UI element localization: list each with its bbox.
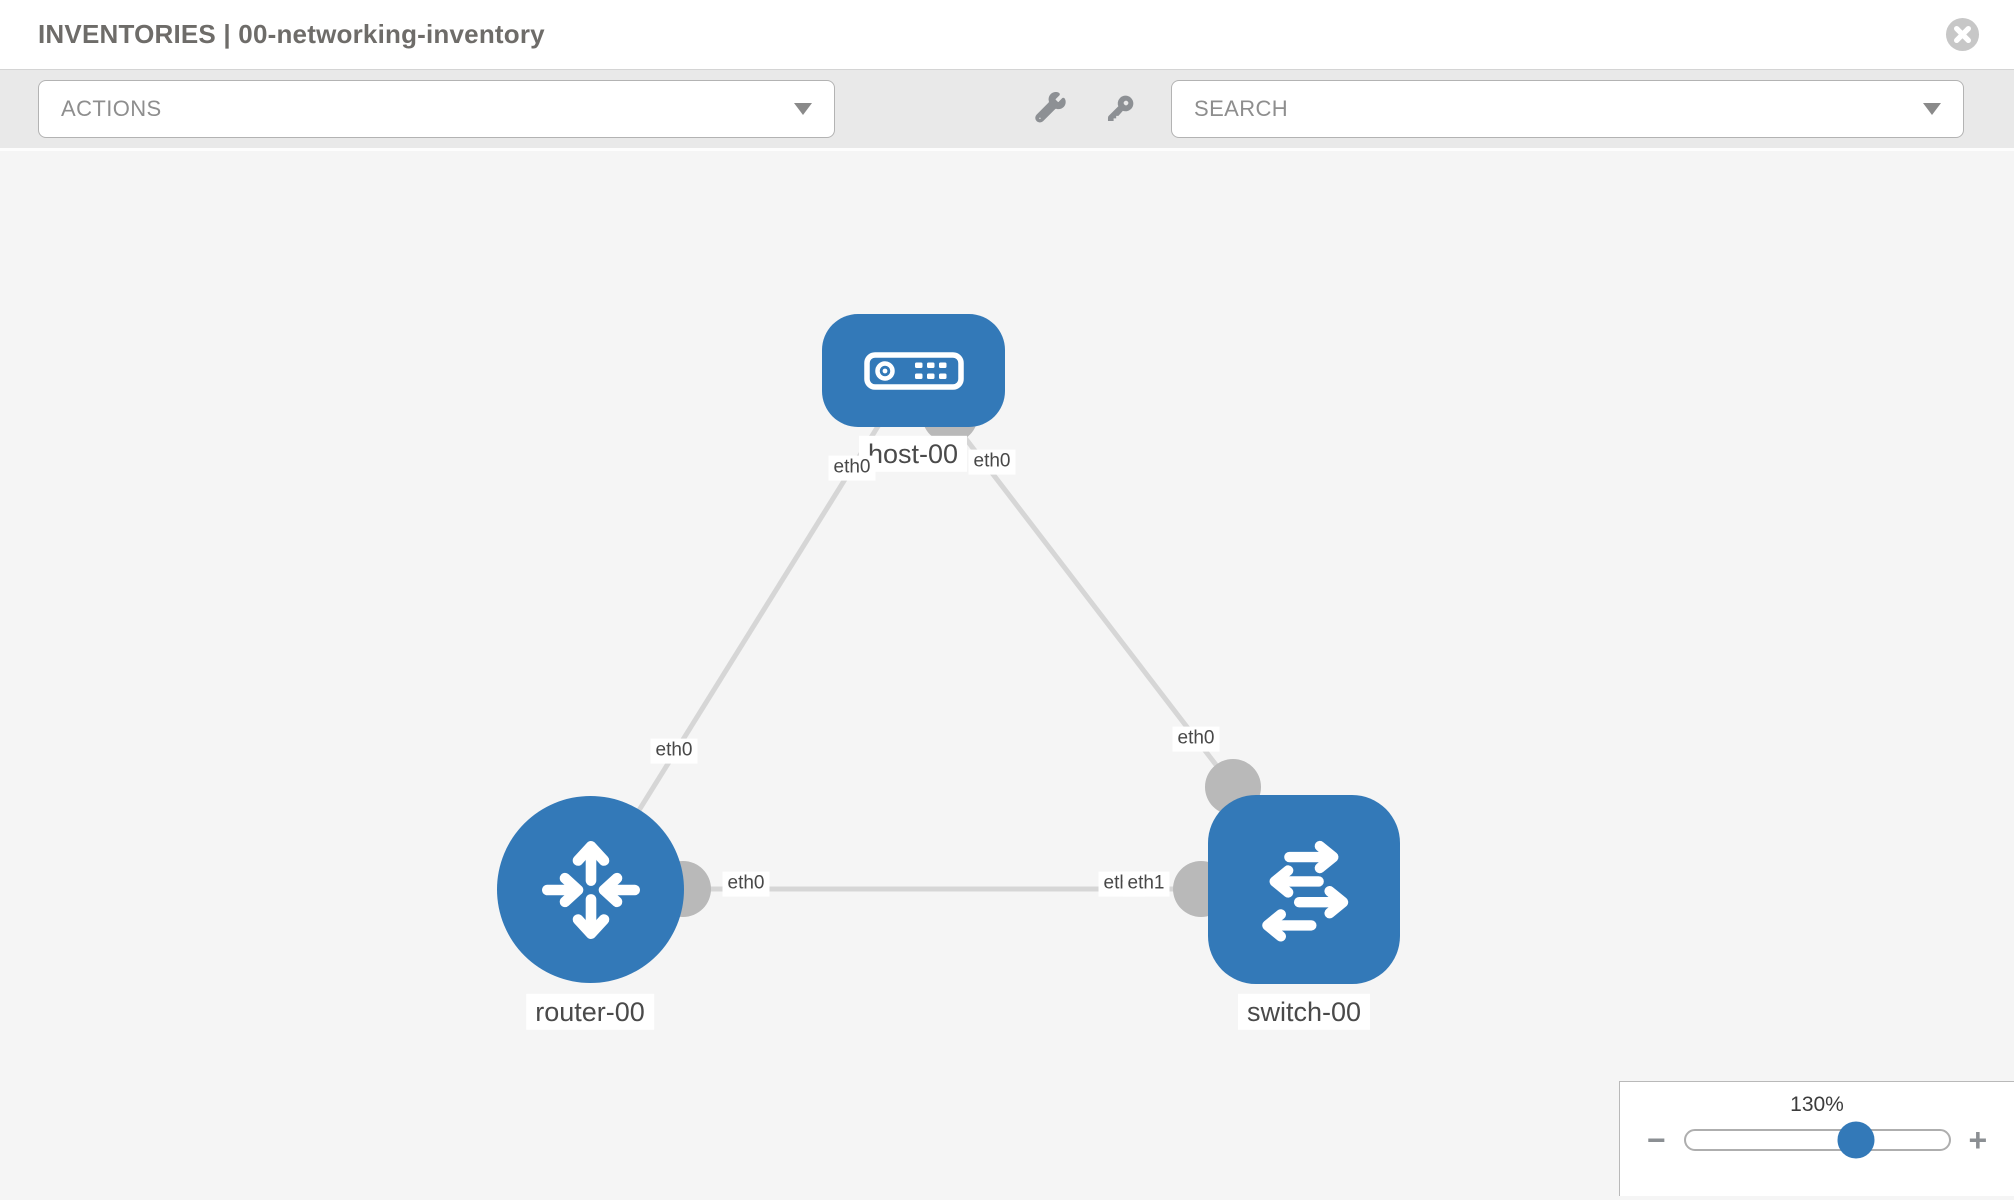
- zoom-slider-handle[interactable]: [1837, 1121, 1875, 1159]
- close-button[interactable]: [1945, 17, 1980, 52]
- interface-label-host00-eth0-to-router: eth0: [828, 455, 876, 481]
- configure-button[interactable]: [1033, 91, 1067, 126]
- switch-icon: [1262, 840, 1349, 942]
- page-title: INVENTORIES | 00-networking-inventory: [38, 19, 545, 49]
- topology-canvas[interactable]: host-00 router-00 switch-00 eth0 eth0 et…: [0, 151, 2014, 1196]
- zoom-slider-track[interactable]: [1683, 1121, 1951, 1159]
- node-router-00[interactable]: [497, 796, 684, 983]
- zoom-out-button[interactable]: −: [1646, 1122, 1666, 1158]
- toolbar: ACTIONS SEARCH: [0, 70, 2014, 151]
- node-label-host-00: host-00: [858, 435, 968, 473]
- interface-label-host00-eth0-to-switch: eth0: [968, 449, 1016, 475]
- chevron-down-icon: [794, 103, 812, 115]
- chevron-down-icon: [1923, 103, 1941, 115]
- interface-label-router00-eth0-to-switch: eth0: [722, 871, 770, 897]
- interface-label-switch00-eth1-to-router: eth1: [1122, 871, 1170, 897]
- node-switch-00[interactable]: [1208, 795, 1400, 984]
- close-icon: [1945, 17, 1980, 52]
- zoom-level-value: 130%: [1790, 1093, 1844, 1116]
- key-icon: [1107, 95, 1134, 122]
- node-host-00[interactable]: [822, 314, 1005, 427]
- actions-dropdown-label: ACTIONS: [61, 96, 162, 121]
- zoom-control-panel: 130% − +: [1619, 1081, 2014, 1196]
- actions-dropdown[interactable]: ACTIONS: [38, 80, 835, 138]
- wrench-icon: [1035, 91, 1066, 123]
- node-label-switch-00: switch-00: [1237, 993, 1371, 1031]
- node-label-router-00: router-00: [526, 993, 654, 1031]
- titlebar: INVENTORIES | 00-networking-inventory: [0, 0, 2014, 70]
- interface-label-switch00-eth0-to-host: eth0: [1172, 726, 1220, 752]
- topology-links-layer: [587, 368, 1304, 917]
- search-dropdown[interactable]: SEARCH: [1171, 80, 1964, 138]
- router-icon: [541, 840, 640, 939]
- host-icon: [863, 351, 964, 390]
- interface-label-router00-eth0-to-host: eth0: [650, 738, 698, 764]
- credentials-button[interactable]: [1103, 92, 1137, 126]
- tool-icon-group: [1033, 91, 1137, 126]
- zoom-in-button[interactable]: +: [1968, 1122, 1988, 1158]
- search-placeholder: SEARCH: [1194, 96, 1289, 121]
